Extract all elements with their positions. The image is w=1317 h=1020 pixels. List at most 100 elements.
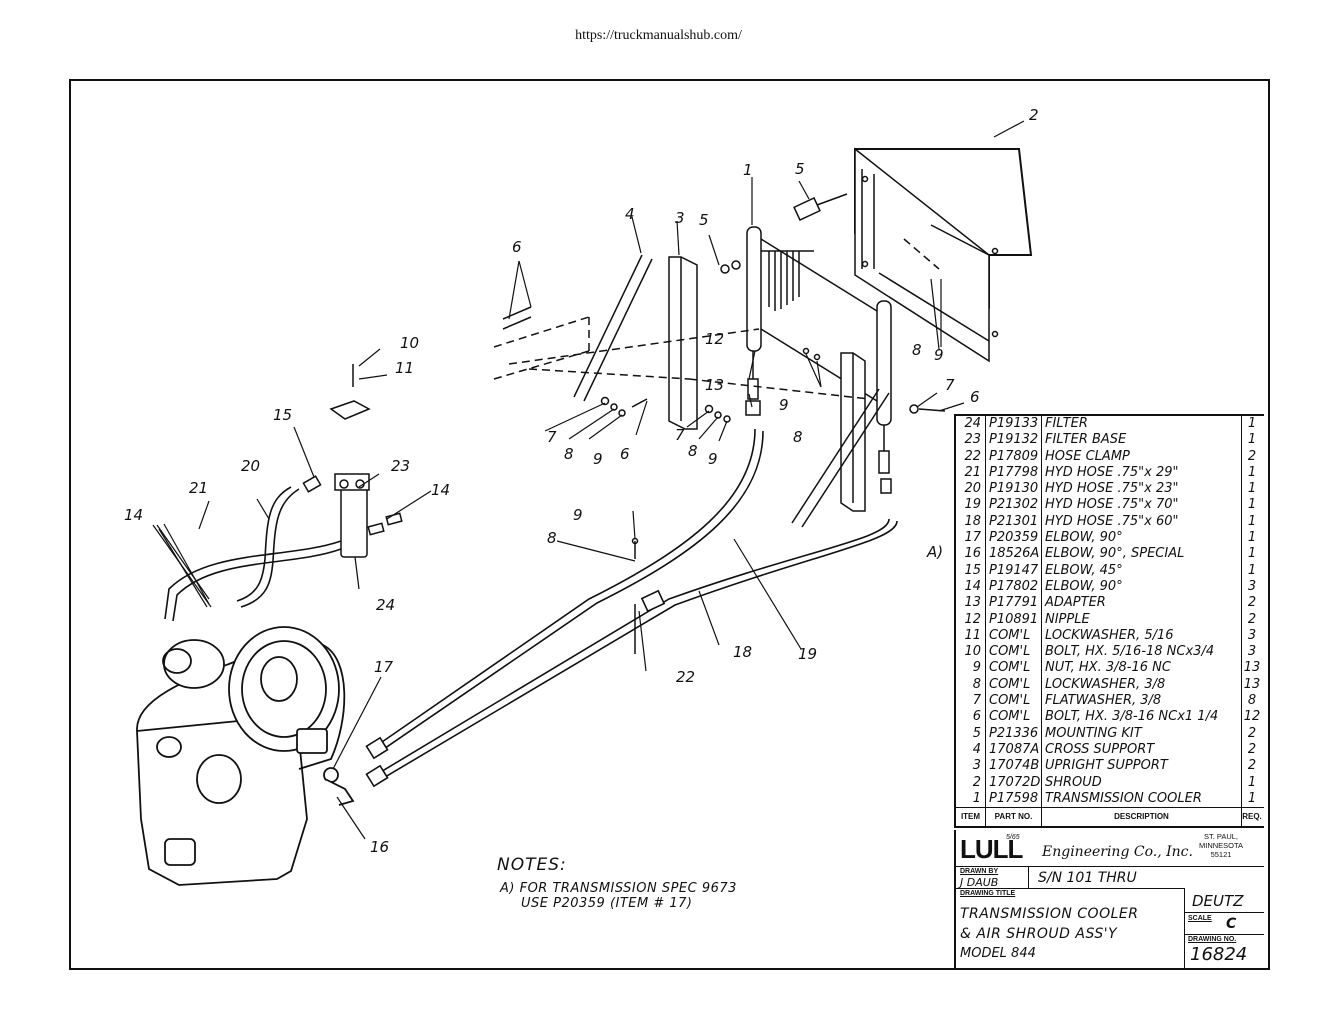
part-description: TRANSMISSION COOLER	[1042, 790, 1242, 808]
tb-divider-v	[1028, 866, 1029, 888]
part-description: ELBOW, 90°, SPECIAL	[1042, 546, 1242, 563]
item-number: 2	[956, 774, 986, 791]
part-number: P17791	[986, 595, 1042, 612]
header-part-no: PART NO.	[986, 808, 1042, 827]
quantity-required: 3	[1247, 578, 1257, 594]
drawing-no-label: DRAWING NO.	[1188, 936, 1237, 943]
callout-6a: 6	[512, 238, 522, 256]
item-number: 1	[956, 790, 986, 808]
part-number: 17072D	[986, 774, 1042, 791]
callout-note-a: A)	[927, 543, 944, 561]
drawn-by: J DAUB	[960, 876, 999, 889]
drawing-title-line3: MODEL 844	[960, 946, 1036, 961]
quantity-required: 1	[1247, 513, 1257, 529]
quantity-required: 2	[1247, 595, 1257, 611]
item-number: 16	[956, 546, 986, 563]
part-description: CROSS SUPPORT	[1042, 741, 1242, 759]
title-block: LULL 5/65 Engineering Co., Inc. ST. PAUL…	[954, 830, 1264, 968]
callout-19: 19	[798, 645, 818, 663]
quantity-required: 1	[1247, 497, 1257, 513]
notes: NOTES: A) FOR TRANSMISSION SPEC 9673 USE…	[497, 855, 737, 911]
part-description: UPRIGHT SUPPORT	[1042, 758, 1242, 775]
callout-9e: 9	[573, 506, 583, 524]
part-description: HYD HOSE .75"x 60"	[1042, 513, 1242, 531]
filter-assembly	[302, 364, 403, 558]
callout-16: 16	[370, 838, 390, 856]
item-number: 9	[956, 660, 986, 677]
company-logo: LULL	[960, 834, 1023, 864]
part-number: COM'L	[986, 644, 1042, 661]
part-number: P10891	[986, 611, 1042, 628]
quantity-required: 1	[1247, 464, 1257, 480]
item-number: 22	[956, 448, 986, 465]
callout-22: 22	[676, 668, 696, 686]
drawn-by-label: DRAWN BY	[960, 868, 999, 875]
quantity-required: 8	[1247, 693, 1257, 709]
part-description: BOLT, HX. 5/16-18 NCx3/4	[1042, 644, 1242, 661]
tb-divider-4	[1184, 934, 1264, 935]
item-number: 5	[956, 725, 986, 742]
company-zip: 55121	[1210, 850, 1232, 859]
hardware-bolts	[502, 306, 946, 423]
item-number: 13	[956, 595, 986, 612]
callout-2: 2	[1029, 106, 1039, 124]
shroud	[854, 147, 1033, 363]
part-number: P17598	[986, 790, 1042, 808]
tb-divider-2	[956, 888, 1184, 889]
part-description: ELBOW, 90°	[1042, 530, 1242, 547]
callout-17: 17	[374, 658, 394, 676]
scale-value: C	[1226, 916, 1237, 932]
company-city: ST. PAUL,	[1203, 832, 1239, 841]
callout-8d: 8	[912, 341, 922, 359]
quantity-required: 12	[1243, 709, 1261, 725]
callout-15: 15	[273, 406, 293, 424]
item-number: 15	[956, 562, 986, 579]
callout-8a: 8	[564, 445, 574, 463]
callout-8c: 8	[793, 428, 803, 446]
part-description: HYD HOSE .75"x 29"	[1042, 464, 1242, 482]
item-number: 6	[956, 709, 986, 726]
part-number: 17074B	[986, 758, 1042, 775]
item-number: 11	[956, 627, 986, 645]
frame-rail	[493, 238, 940, 400]
callout-6c: 6	[970, 388, 980, 406]
item-number: 17	[956, 530, 986, 547]
part-number: 17087A	[986, 741, 1042, 759]
part-description: HOSE CLAMP	[1042, 448, 1242, 465]
quantity-required: 13	[1243, 676, 1261, 692]
item-number: 3	[956, 758, 986, 775]
note-a-line2: USE P20359 (ITEM # 17)	[521, 896, 693, 911]
callout-5b: 5	[699, 211, 709, 229]
part-description: HYD HOSE .75"x 70"	[1042, 497, 1242, 514]
engine-model: DEUTZ	[1192, 892, 1244, 910]
item-number: 24	[956, 416, 986, 433]
part-number: COM'L	[986, 709, 1042, 726]
callout-21: 21	[189, 479, 209, 497]
part-number: 18526A	[986, 546, 1042, 563]
source-url[interactable]: https://truckmanualshub.com/	[575, 28, 742, 43]
drawing-border	[69, 79, 1270, 970]
quantity-required: 1	[1247, 481, 1257, 497]
quantity-required: 3	[1247, 644, 1257, 660]
callout-14b: 14	[124, 506, 144, 524]
tb-divider	[956, 866, 1264, 867]
part-description: NIPPLE	[1042, 611, 1242, 628]
callout-10: 10	[400, 334, 420, 352]
drawing-title-line1: TRANSMISSION COOLER	[960, 906, 1139, 922]
part-number: COM'L	[986, 693, 1042, 710]
part-number: P17809	[986, 448, 1042, 465]
quantity-required: 3	[1247, 627, 1257, 643]
part-description: LOCKWASHER, 5/16	[1042, 627, 1242, 645]
part-description: FLATWASHER, 3/8	[1042, 693, 1242, 710]
quantity-required: 2	[1247, 758, 1257, 774]
part-description: ELBOW, 45°	[1042, 562, 1242, 579]
